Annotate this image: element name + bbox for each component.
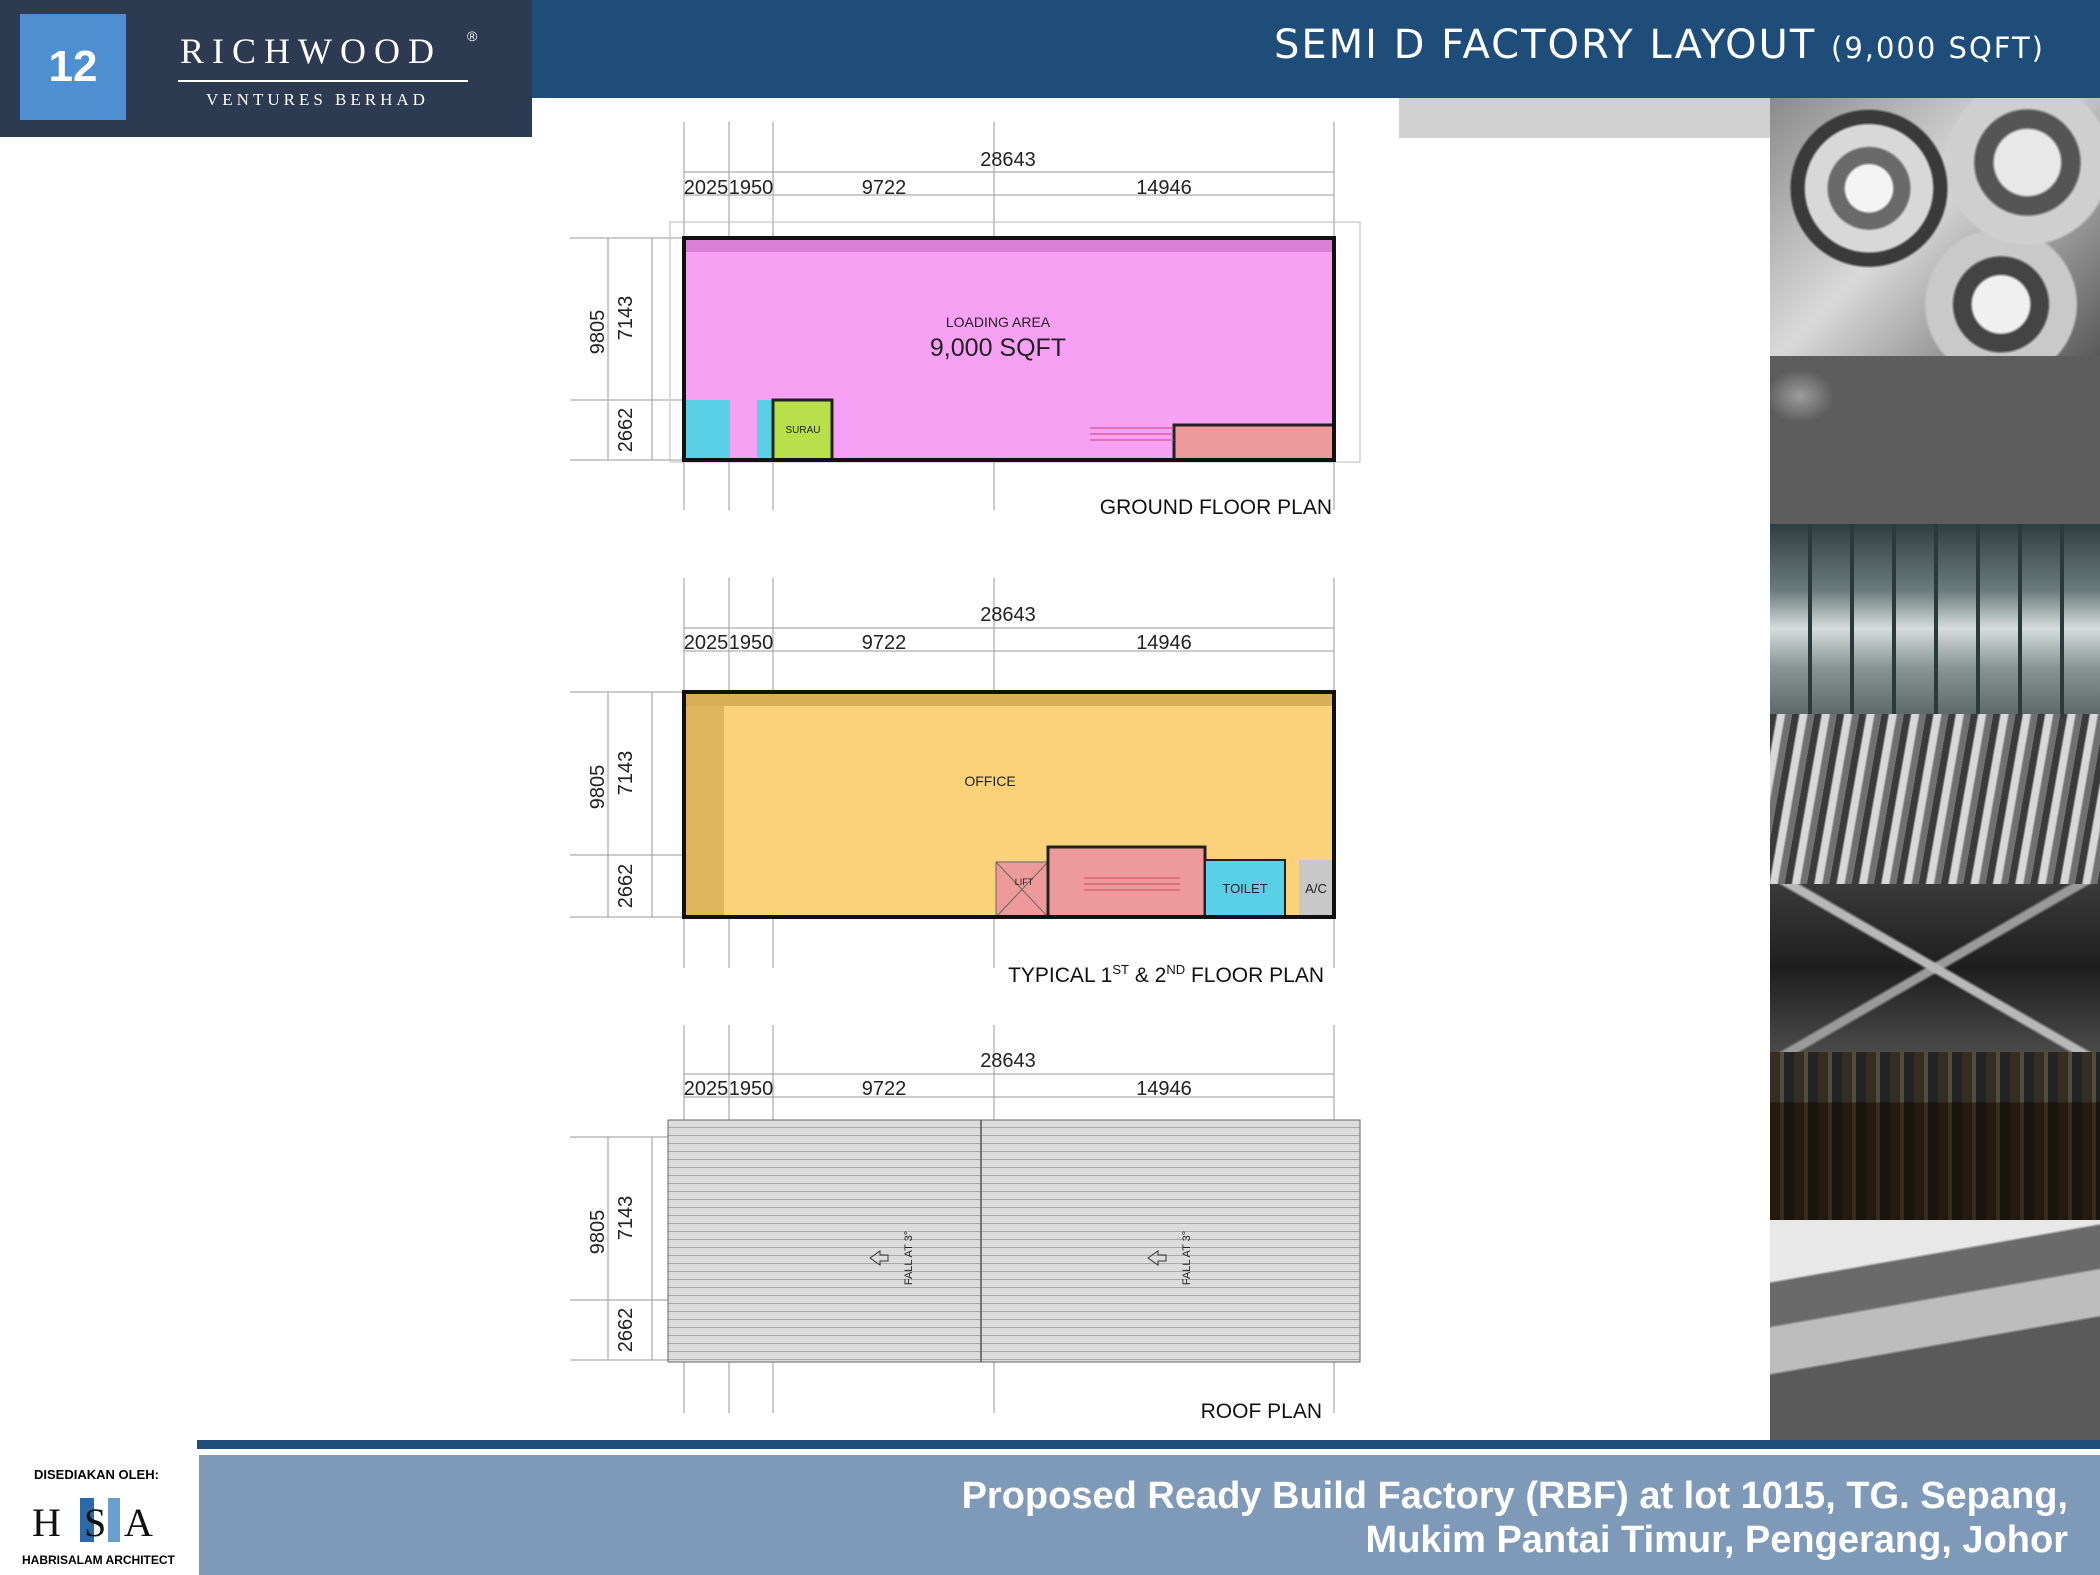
typical-dim-depth-total: 9805 xyxy=(587,765,609,810)
loading-area-size: 9,000 SQFT xyxy=(930,334,1066,362)
project-line-2: Mukim Pantai Timur, Pengerang, Johor xyxy=(1365,1519,2068,1561)
typical-dim-seg-2: 1950 xyxy=(729,632,774,654)
slide-title-sub: (9,000 SQFT) xyxy=(1831,31,2045,65)
ground-dim-seg-4: 14946 xyxy=(1136,177,1192,199)
ground-toilet-2 xyxy=(757,400,773,460)
ground-floor-plan: 28643 2025 1950 9722 14946 9805 7143 266… xyxy=(570,122,1361,519)
ground-stair xyxy=(1172,423,1336,462)
ground-dim-seg-2: 1950 xyxy=(729,177,774,199)
roof-dim-depth-back: 2662 xyxy=(615,1308,637,1353)
grey-strip xyxy=(1399,98,1775,138)
roof-structure-photo xyxy=(1770,884,2100,1052)
ground-dim-overall: 28643 xyxy=(980,149,1036,171)
page-number-badge: 12 xyxy=(20,14,126,120)
svg-text:S: S xyxy=(84,1500,106,1545)
typical-wall xyxy=(682,690,1336,919)
prepared-by-label: DISEDIAKAN OLEH: xyxy=(34,1467,159,1482)
roof-dim-seg-2: 1950 xyxy=(729,1078,774,1100)
surau-label: SURAU xyxy=(785,425,820,436)
roof-dim-seg-4: 14946 xyxy=(1136,1078,1192,1100)
roof-fall-label-right: FALL AT 3° xyxy=(1181,1231,1193,1285)
ac-label: A/C xyxy=(1305,881,1327,896)
roof-dim-seg-3: 9722 xyxy=(862,1078,907,1100)
metal-sheets-photo xyxy=(1770,714,2100,884)
roof-sheeting xyxy=(667,1119,1361,1363)
roof-dim-overall: 28643 xyxy=(980,1050,1036,1072)
roof-fall-arrow-right xyxy=(1147,1250,1167,1266)
footer-top-line xyxy=(197,1440,2100,1449)
steel-rings-photo xyxy=(1770,98,2100,356)
project-description: Proposed Ready Build Factory (RBF) at lo… xyxy=(962,1474,2068,1562)
slide-title: SEMI D FACTORY LAYOUT (9,000 SQFT) xyxy=(1274,22,2045,68)
typical-dim-seg-1: 2025 xyxy=(684,632,729,654)
office-label: OFFICE xyxy=(964,773,1015,789)
roof-dim-depth-total: 9805 xyxy=(587,1210,609,1255)
typical-dim-depth-back: 2662 xyxy=(615,864,637,909)
roof-plan-caption: ROOF PLAN xyxy=(1201,1400,1322,1423)
typical-dim-depth-main: 7143 xyxy=(615,751,637,796)
photo-strip xyxy=(1770,98,2100,1440)
brand-divider xyxy=(178,80,468,82)
footer-bar xyxy=(199,1455,2100,1575)
ground-dim-seg-3: 9722 xyxy=(862,177,907,199)
typical-stair xyxy=(1046,845,1207,919)
architect-name: HABRISALAM ARCHITECT xyxy=(22,1553,175,1567)
lift-label: LIFT xyxy=(1015,877,1034,887)
ground-dim-depth-total: 9805 xyxy=(587,310,609,355)
roof-fall-label-left: FALL AT 3° xyxy=(903,1231,915,1285)
ground-dim-depth-back: 2662 xyxy=(615,408,637,453)
typical-floor-plan: 28643 2025 1950 9722 14946 9805 7143 266… xyxy=(570,578,1336,987)
warehouse-interior-photo xyxy=(1770,524,2100,714)
svg-text:A: A xyxy=(124,1500,153,1545)
architect-logo: H S A xyxy=(28,1490,168,1550)
loading-area-label: LOADING AREA xyxy=(946,314,1051,330)
office-shade-left xyxy=(684,692,724,917)
ground-toilet xyxy=(684,400,730,460)
office-shade-top xyxy=(684,692,1334,706)
ground-floor-caption: GROUND FLOOR PLAN xyxy=(1100,496,1332,519)
brand-subtitle: VENTURES BERHAD xyxy=(206,90,429,109)
loading-area-shade xyxy=(684,238,1334,252)
roof-plan: 28643 2025 1950 9722 14946 9805 7143 266… xyxy=(570,1025,1361,1423)
typical-dim-seg-3: 9722 xyxy=(862,632,907,654)
slide-title-main: SEMI D FACTORY LAYOUT xyxy=(1273,22,1817,68)
ground-dim-depth-main: 7143 xyxy=(615,296,637,341)
ground-dim-seg-1: 2025 xyxy=(684,177,729,199)
roof-dim-seg-1: 2025 xyxy=(684,1078,729,1100)
factory-floor-photo xyxy=(1770,1052,2100,1220)
typical-dim-overall: 28643 xyxy=(980,604,1036,626)
typical-dim-seg-4: 14946 xyxy=(1136,632,1192,654)
ground-wall xyxy=(682,236,1336,462)
roof-fall-arrow-left xyxy=(869,1250,889,1266)
registered-mark: ® xyxy=(467,28,478,44)
river-stones-photo xyxy=(1770,356,2100,524)
project-line-1: Proposed Ready Build Factory (RBF) at lo… xyxy=(961,1475,2068,1517)
brand-name: RICHWOOD xyxy=(180,31,442,71)
typical-floor-caption: TYPICAL 1ST & 2ND FLOOR PLAN xyxy=(1008,962,1324,987)
svg-text:H: H xyxy=(32,1500,61,1545)
roof-dim-depth-main: 7143 xyxy=(615,1196,637,1241)
river-landscape-photo xyxy=(1770,1220,2100,1440)
toilet-label: TOILET xyxy=(1222,881,1267,896)
ac-ledge xyxy=(1299,860,1334,917)
surau-room xyxy=(771,398,834,462)
floor-plans-panel: 28643 2025 1950 9722 14946 9805 7143 266… xyxy=(535,98,1399,1443)
